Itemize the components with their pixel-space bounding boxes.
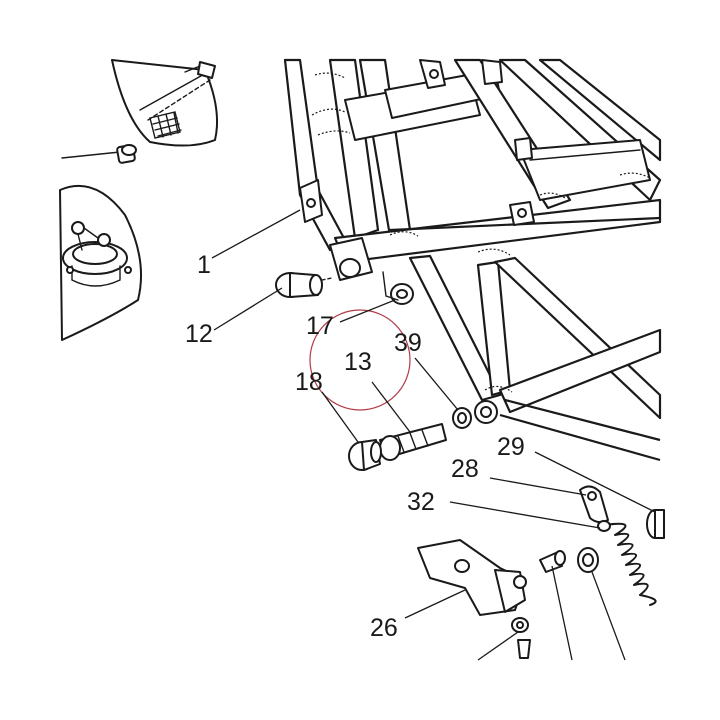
callout-29: 29 xyxy=(497,433,525,461)
part-13-pin xyxy=(379,423,447,461)
callout-32: 32 xyxy=(407,488,435,516)
weld-beads xyxy=(311,72,651,393)
fuel-cap-assembly xyxy=(59,184,143,341)
leader-lines xyxy=(211,209,656,661)
callout-17: 17 xyxy=(306,312,334,340)
small-bolt xyxy=(539,550,566,573)
part-18-cap xyxy=(348,439,382,471)
lower-pivot-lug xyxy=(474,400,498,424)
spring-washer xyxy=(577,547,599,573)
small-screw xyxy=(61,144,137,164)
mesh-pattern xyxy=(149,111,182,139)
highlight-circle xyxy=(309,309,411,411)
callout-28: 28 xyxy=(451,455,479,483)
callout-39: 39 xyxy=(394,329,422,357)
callout-18: 18 xyxy=(295,368,323,396)
callout-1: 1 xyxy=(197,251,211,279)
upper-pivot-lug xyxy=(329,237,373,281)
frame-brackets xyxy=(299,59,535,226)
spring xyxy=(579,485,657,606)
part-12-cap xyxy=(275,272,333,298)
part-29-end xyxy=(646,509,665,539)
callout-13: 13 xyxy=(344,348,372,376)
callout-26: 26 xyxy=(370,614,398,642)
frame-tubes xyxy=(283,58,662,462)
callout-12: 12 xyxy=(185,320,213,348)
fairing-panel xyxy=(111,59,218,147)
part-26-bracket xyxy=(417,539,531,659)
part-17-spacer xyxy=(382,271,414,305)
callout-labels: 1 12 17 13 39 18 29 28 32 26 xyxy=(185,251,525,642)
part-39-washer xyxy=(452,407,472,429)
